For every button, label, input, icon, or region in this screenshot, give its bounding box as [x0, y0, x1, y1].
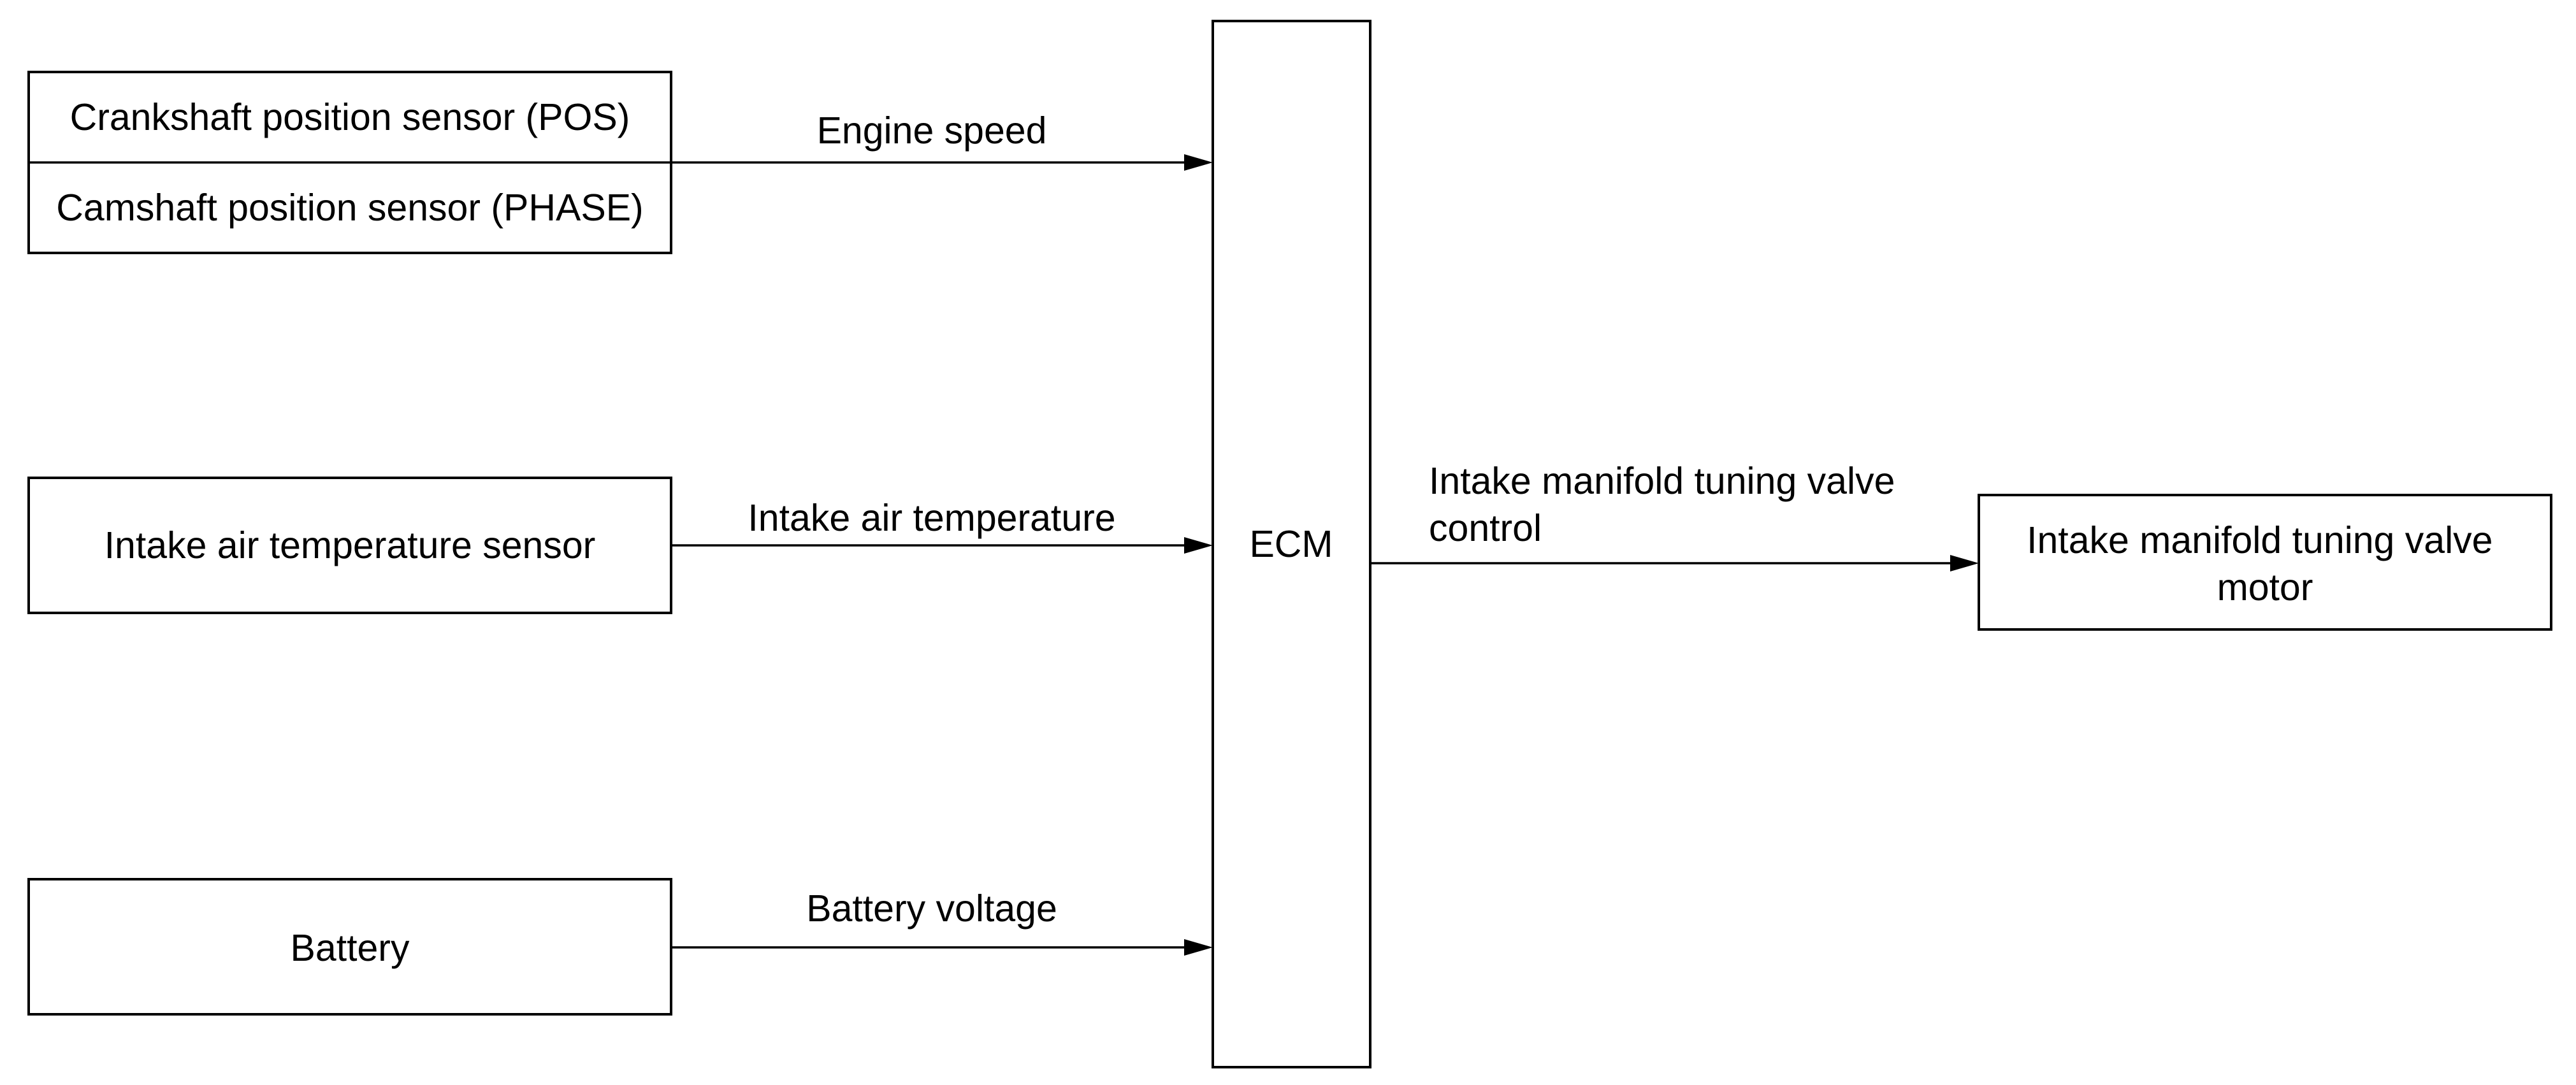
battery-label: Battery	[291, 927, 410, 969]
battery-box	[27, 878, 672, 1016]
intake-air-temp-sensor-label: Intake air temperature sensor	[105, 524, 596, 566]
battery-voltage-edge: Battery voltage	[671, 887, 1213, 956]
intake-air-temperature-edge: Intake air temperature	[671, 497, 1213, 554]
battery-voltage-label: Battery voltage	[806, 887, 1057, 930]
intake-air-temperature-label: Intake air temperature	[748, 497, 1115, 539]
engine-speed-edge: Engine speed	[671, 110, 1213, 171]
engine-speed-label: Engine speed	[817, 110, 1047, 152]
ecm-node: ECM	[1212, 20, 1371, 1068]
intake-air-temp-sensor-box	[27, 477, 672, 614]
valve-control-edge: Intake manifold tuning valve control	[1370, 460, 1979, 571]
camshaft-sensor-label: Camshaft position sensor (PHASE)	[56, 187, 643, 229]
valve-motor-label-line-2: motor	[2217, 566, 2313, 608]
position-sensors-group: Crankshaft position sensor (POS) Camshaf…	[27, 71, 672, 254]
valve-motor-box	[1978, 494, 2552, 631]
valve-motor-node: Intake manifold tuning valve motor	[1978, 494, 2552, 631]
valve-control-label: Intake manifold tuning valve control	[1429, 460, 1906, 549]
ecm-box	[1212, 20, 1371, 1068]
crankshaft-sensor-label: Crankshaft position sensor (POS)	[70, 96, 630, 138]
battery-voltage-arrowhead	[1184, 939, 1213, 956]
valve-control-label-line-2: control	[1429, 507, 1542, 549]
intake-air-temp-sensor-node: Intake air temperature sensor	[27, 477, 672, 614]
intake-air-temperature-arrowhead	[1184, 537, 1213, 554]
ecm-label: ECM	[1249, 523, 1333, 565]
battery-node: Battery	[27, 878, 672, 1016]
valve-motor-label-line-1: Intake manifold tuning valve	[2027, 519, 2493, 561]
engine-speed-arrowhead	[1184, 154, 1213, 171]
valve-control-label-line-1: Intake manifold tuning valve	[1429, 460, 1895, 502]
valve-control-arrowhead	[1950, 555, 1979, 571]
valve-motor-label: Intake manifold tuning valve motor	[2027, 519, 2503, 608]
